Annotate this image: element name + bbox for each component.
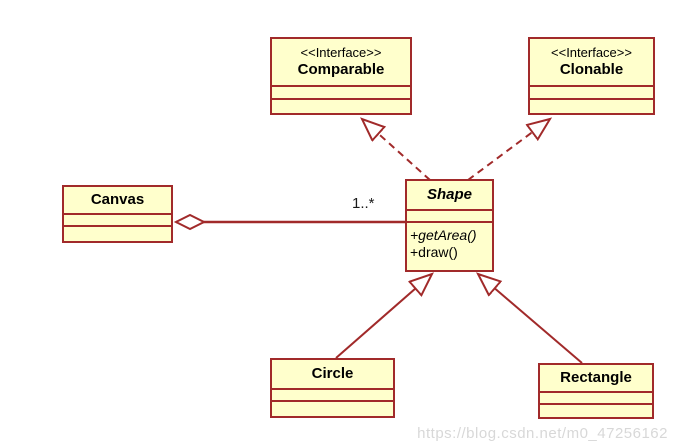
class-name-circle: Circle [311,365,354,382]
class-box-shape: Shape +getArea() +draw() [405,179,494,272]
class-box-circle: Circle [270,358,395,418]
class-name-rectangle: Rectangle [560,369,632,386]
class-name-clonable: Clonable [559,61,624,78]
operations-compartment [530,98,653,113]
class-header-comparable: <<Interface>> Comparable [272,39,410,85]
class-name-canvas: Canvas [90,191,145,208]
multiplicity-label: 1..* [352,195,375,212]
class-name-shape: Shape [426,186,472,203]
attributes-compartment [407,209,492,221]
class-header-rectangle: Rectangle [540,365,652,391]
class-box-comparable: <<Interface>> Comparable [270,37,412,115]
generalization-rectangle-shape [478,274,583,364]
method-getarea: +getArea() [410,227,477,243]
stereotype-label: <<Interface>> [551,45,632,60]
method-draw: +draw() [410,244,458,260]
class-box-canvas: Canvas [62,185,173,243]
class-header-circle: Circle [272,360,393,388]
class-header-shape: Shape [407,181,492,209]
operations-compartment [64,225,171,241]
operations-compartment [272,98,410,113]
realization-shape-clonable [467,119,550,181]
operations-compartment: +getArea() +draw() [407,221,492,270]
attributes-compartment [540,391,652,403]
operations-compartment [540,403,652,417]
generalization-circle-shape [335,274,432,359]
class-header-clonable: <<Interface>> Clonable [530,39,653,85]
attributes-compartment [272,85,410,98]
class-box-clonable: <<Interface>> Clonable [528,37,655,115]
class-name-comparable: Comparable [297,61,385,78]
watermark-text: https://blog.csdn.net/m0_47256162 [417,425,668,442]
realization-shape-comparable [362,119,431,181]
class-header-canvas: Canvas [64,187,171,213]
attributes-compartment [272,388,393,400]
attributes-compartment [64,213,171,225]
operations-compartment [272,400,393,416]
class-box-rectangle: Rectangle [538,363,654,419]
stereotype-label: <<Interface>> [300,45,382,60]
attributes-compartment [530,85,653,98]
